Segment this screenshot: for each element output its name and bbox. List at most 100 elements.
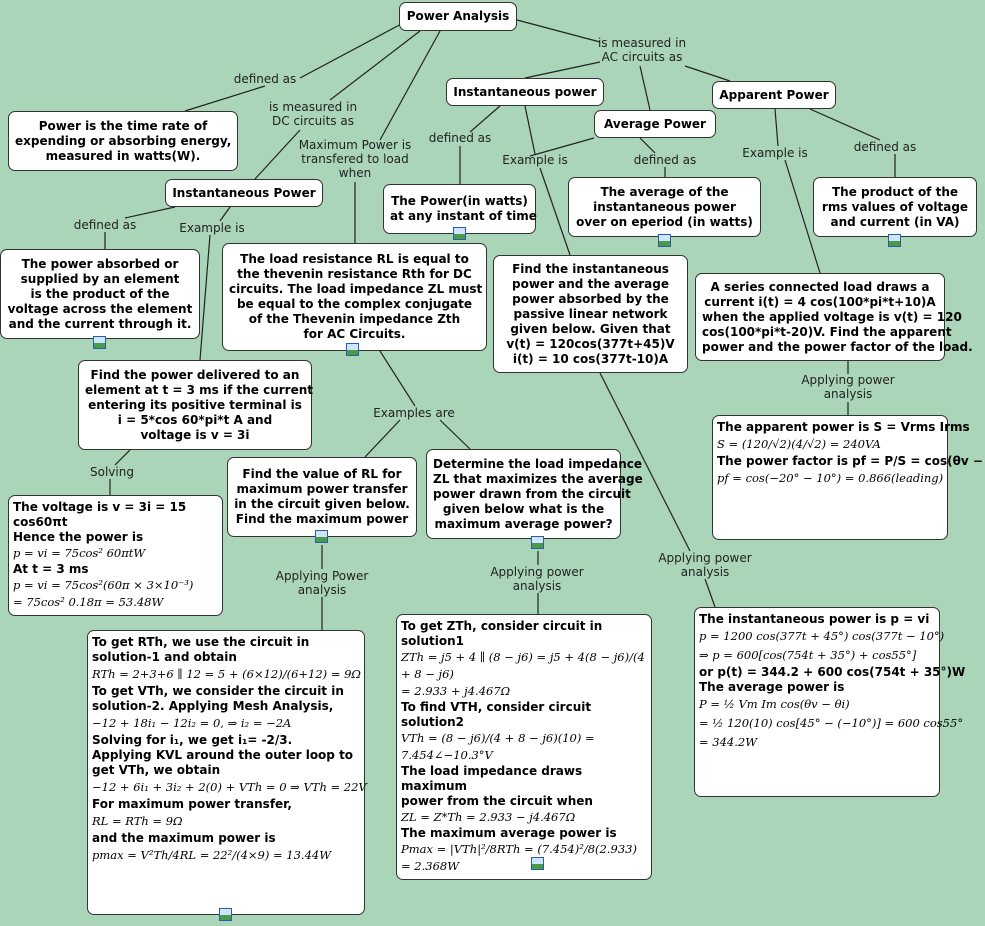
text-line: i(t) = 10 cos(377t-10)A [512,351,669,366]
text-line: in the circuit given below. [234,497,410,511]
link-label: defined as [605,153,725,167]
text-line: Instantaneous power [453,84,597,99]
link-label-line: Applying power [658,551,752,565]
image-attachment-icon[interactable] [531,857,544,870]
text-line: Find the value of RL for [242,467,402,481]
text-line: at any instant of time [390,209,537,223]
text-line: power from the circuit when [401,794,593,808]
link-label-line: defined as [233,72,297,86]
formula-line: S = (120/√2)(4/√2) = 240VA [717,437,881,451]
image-attachment-icon[interactable] [658,234,671,247]
text-line: The instantaneous power is p = vi [699,612,930,626]
text-line: when the applied voltage is v(t) = 120 [702,309,962,324]
text-line: measured in watts(W). [45,148,201,163]
formula-line: pmax = V²Th/4RL = 22²/(4×9) = 13.44W [92,848,332,862]
text-line: instantaneous power [593,199,736,214]
formula-line: RTh = 2+3+6 ∥ 12 = 5 + (6×12)/(6+12) = 9… [92,667,361,681]
formula-line: = 344.2W [699,735,758,749]
text-line: circuits. The load impedance ZL must [229,282,483,296]
link-label-line: DC circuits as [272,114,354,128]
formula-line: ZL = Z*Th = 2.933 − j4.467Ω [401,810,576,824]
text-line: Instantaneous Power [172,185,316,200]
link-label: Solving [52,465,172,479]
text-line: The power absorbed or [21,256,179,271]
text-line: Find the maximum power [235,512,409,526]
text-line: the thevenin resistance Rth for DC [237,267,472,281]
text-line: The apparent power is S = Vrms Irms [717,420,970,434]
formula-line: P = ½ Vm Im cos(θv − θi) [699,697,850,711]
formula-line: −12 + 6i₁ + 3i₂ + 2(0) + VTh = 0 ⇒ VTh =… [92,780,367,794]
text-line: Average Power [604,116,706,131]
text-line: The average power is [699,680,845,694]
formula-line: p = 1200 cos(377t + 45°) cos(377t − 10°) [699,629,945,643]
text-line: Hence the power is [13,530,144,544]
text-line: To find VTH, consider circuit solution2 [401,700,592,729]
link-label-line: Example is [179,221,245,235]
node-average-power[interactable]: Average Power [594,110,716,138]
text-line: power and the power factor of the load. [702,339,973,354]
node-apparent-solution[interactable]: The apparent power is S = Vrms Irms S = (… [712,415,985,540]
text-line: ZL that maximizes the average [433,471,643,486]
root-node-power-analysis[interactable]: Power Analysis [399,2,517,31]
link-label-line: Applying power [801,373,895,387]
image-attachment-icon[interactable] [219,908,232,921]
node-instantaneous-ac-definition[interactable]: The Power(in watts)at any instant of tim… [383,184,537,234]
text-line: To get VTh, we consider the circuit in [92,684,344,698]
text-line: of the Thevenin impedance Zth [248,312,461,326]
node-instantaneous-power-ac[interactable]: Instantaneous power [446,78,604,106]
text-line: power drawn from the circuit [433,486,631,501]
text-line: Solving for i₁, we get i₁= -2/3. [92,733,293,747]
node-zl-solution[interactable]: To get ZTh, consider circuit in solution… [396,614,652,880]
text-line: for AC Circuits. [303,327,406,341]
image-attachment-icon[interactable] [531,536,544,549]
image-attachment-icon[interactable] [93,336,106,349]
text-line: entering its positive terminal is [88,397,302,412]
node-instantaneous-power-dc[interactable]: Instantaneous Power [165,179,323,207]
text-line: maximum power transfer [236,482,408,496]
text-line: Find the instantaneous [512,261,669,276]
text-line: A series connected load draws a [710,279,930,294]
text-line: given below. Given that [510,321,671,336]
link-label-line: AC circuits as [601,50,683,64]
formula-line: −12 + 18i₁ − 12i₂ = 0, ⇒ i₂ = −2A [92,716,292,730]
image-attachment-icon[interactable] [346,343,359,356]
link-label-line: analysis [680,565,730,579]
text-line: expending or absorbing energy, [15,133,232,148]
text-line: and the maximum power is [92,831,276,845]
image-attachment-icon[interactable] [453,227,466,240]
image-attachment-icon[interactable] [888,234,901,247]
node-apparent-power[interactable]: Apparent Power [712,81,836,109]
text-line: To get ZTh, consider circuit in solution… [401,619,603,648]
text-line: For maximum power transfer, [92,797,292,811]
text-line: over on eperiod (in watts) [576,214,753,229]
formula-line: = ½ 120(10) cos[45° − (−10°)] = 600 cos5… [699,716,964,730]
text-line: solution-1 and obtain [92,650,237,664]
link-label: Example is [475,153,595,167]
link-label: Examples are [354,406,474,420]
text-line: Apparent Power [719,87,829,102]
link-label-line: defined as [73,218,137,232]
node-ac-solution[interactable]: The instantaneous power is p = vi p = 120… [694,607,965,797]
formula-line: ZTh = j5 + 4 ∥ (8 − j6) = j5 + 4(8 − j6)… [401,650,645,681]
text-line: To get RTh, we use the circuit in [92,635,310,649]
formula-line: p = vi = 75cos²(60π × 3×10⁻³) [13,578,194,592]
text-line: At t = 3 ms [13,562,89,576]
image-attachment-icon[interactable] [315,530,328,543]
link-label-line: is measured in [268,100,358,114]
text-line: and the current through it. [8,316,192,331]
